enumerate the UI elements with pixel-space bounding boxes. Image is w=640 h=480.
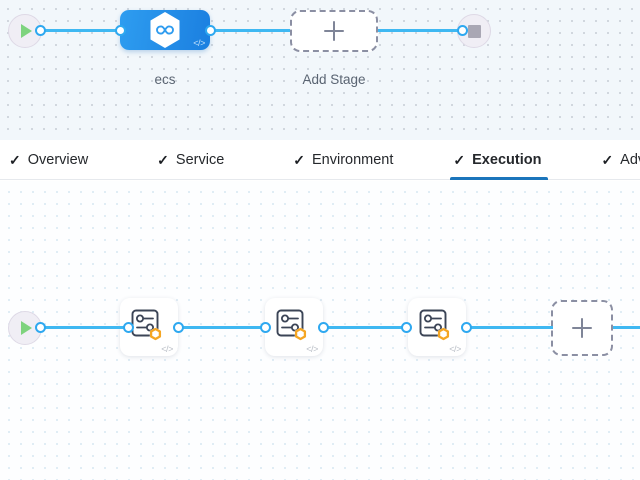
step-settings-icon [419, 309, 450, 341]
stage-input-port[interactable] [115, 25, 126, 36]
section-tabbar: ✓ Overview ✓ Service ✓ Environment ✓ Exe… [0, 140, 640, 180]
check-icon: ✓ [601, 151, 614, 168]
stop-icon [467, 24, 481, 38]
wire-start-to-step1 [44, 326, 129, 329]
step2-input-port[interactable] [260, 322, 271, 333]
step-node-100-percentage-traffic-increase[interactable]: </> [408, 298, 466, 356]
wire-addstep-trailing [613, 326, 640, 329]
wire-step2-to-step3 [327, 326, 405, 329]
step2-output-port[interactable] [318, 322, 329, 333]
play-icon [21, 321, 32, 335]
stage-canvas[interactable]: </> ecs Add Stage [0, 0, 640, 140]
tab-overview[interactable]: ✓ Overview [0, 140, 101, 180]
wire-addstage-to-end [378, 29, 462, 32]
wire-stage-to-addstage [214, 29, 290, 32]
tab-execution-label: Execution [472, 151, 542, 168]
check-icon: ✓ [453, 151, 466, 168]
stage-label: ecs [154, 72, 176, 87]
plus-icon-vert [332, 21, 336, 41]
tab-overview-label: Overview [27, 151, 89, 168]
step3-output-port[interactable] [461, 322, 472, 333]
step1-code-marker[interactable]: </> [161, 344, 173, 354]
step-settings-icon [276, 309, 307, 341]
stage-output-port[interactable] [205, 25, 216, 36]
wire-step3-to-addstep [470, 326, 553, 329]
step1-output-port[interactable] [173, 322, 184, 333]
check-icon: ✓ [293, 151, 305, 168]
add-step-button[interactable] [551, 300, 613, 356]
tab-environment[interactable]: ✓ Environment [284, 140, 406, 180]
wire-step1-to-step2 [182, 326, 266, 329]
pipeline-start-port[interactable] [35, 25, 46, 36]
check-icon: ✓ [157, 151, 169, 168]
stage-code-marker[interactable]: </> [193, 38, 205, 48]
add-stage-label: Add Stage [302, 72, 366, 87]
tab-service[interactable]: ✓ Service [148, 140, 237, 180]
tab-advanced[interactable]: ✓ Advanced [592, 140, 640, 180]
step-node-50-percent-traffic-increase[interactable]: </> [265, 298, 323, 356]
step3-input-port[interactable] [401, 322, 412, 333]
step3-code-marker[interactable]: </> [449, 344, 461, 354]
play-icon [21, 24, 32, 38]
execution-canvas[interactable]: </> ECS Service Setup </> [0, 181, 640, 480]
plus-icon-vert [580, 318, 584, 338]
step1-input-port[interactable] [123, 322, 134, 333]
wire-start-to-stage [44, 29, 122, 32]
add-stage-button[interactable] [290, 10, 378, 52]
step-settings-icon [131, 309, 162, 341]
tab-service-label: Service [175, 151, 225, 168]
infinity-hexagon-icon [150, 12, 180, 48]
step2-code-marker[interactable]: </> [306, 344, 318, 354]
check-icon: ✓ [9, 151, 21, 168]
pipeline-end-port[interactable] [457, 25, 468, 36]
execution-start-port[interactable] [35, 322, 46, 333]
tab-advanced-label: Advanced [620, 151, 640, 168]
tab-environment-label: Environment [312, 151, 394, 168]
tab-execution[interactable]: ✓ Execution [444, 140, 554, 180]
stage-node-ecs[interactable]: </> [120, 10, 210, 50]
